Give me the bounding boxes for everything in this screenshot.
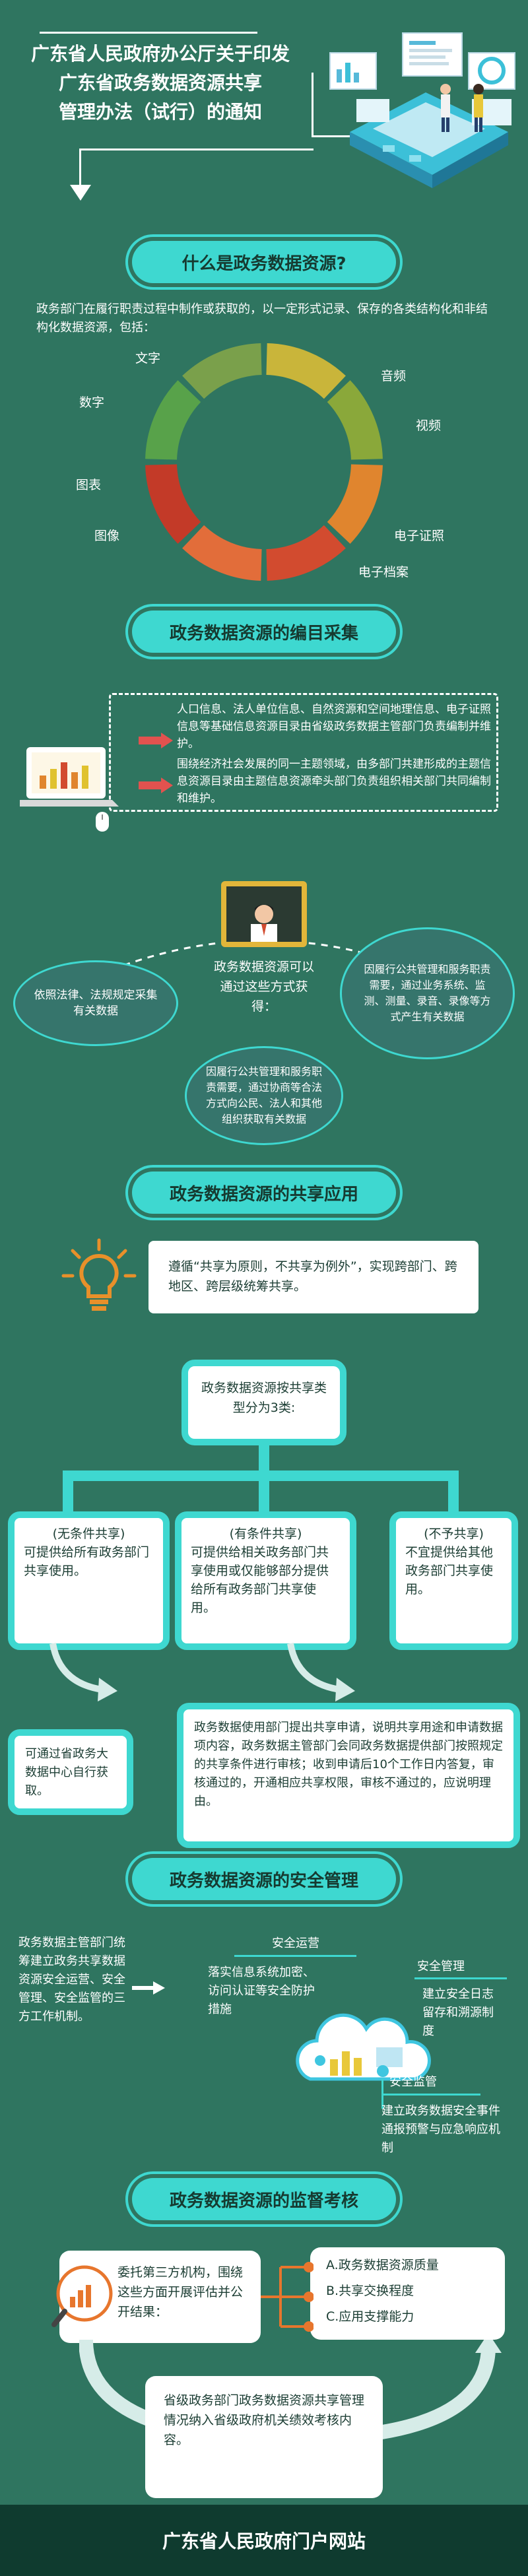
cat-none-title: (不予共享) — [424, 1527, 484, 1541]
section-title-collect: 政务数据资源的编目采集 — [132, 611, 396, 653]
security-mgmt-text: 建立安全日志留存和溯源制度 — [422, 1987, 494, 2038]
supervision-bottom-text: 省级政务部门政务数据资源共享管理情况纳入省级政府机关绩效考核内容。 — [164, 2393, 365, 2447]
supervision-item-exchange: B.共享交换程度 — [326, 2284, 414, 2298]
curved-arrow-mid — [287, 1643, 355, 1701]
cat-unconditional-text: 可提供给所有政务部门共享使用。 — [24, 1545, 150, 1578]
tree-leg-right — [448, 1470, 459, 1517]
supervision-left-box: 委托第三方机构，围绕这些方面开展评估并公开结果： — [59, 2251, 261, 2343]
share-types-title: 政务数据资源按共享类型分为3类: — [201, 1381, 327, 1415]
magnifier-chart-icon — [51, 2265, 113, 2327]
supervision-item-quality: A.政务数据资源质量 — [326, 2258, 439, 2272]
curved-arrow-left — [50, 1643, 117, 1701]
security-sup-title: 安全监管 — [389, 2075, 437, 2089]
title-line-2: 广东省政务数据资源共享 — [58, 72, 262, 94]
share-info-unconditional: 可通过省政务大数据中心自行获取。 — [8, 1729, 133, 1815]
title-line-mid — [312, 135, 351, 137]
section-title-security: 政务数据资源的安全管理 — [132, 1858, 396, 1900]
title-line-top — [40, 32, 257, 34]
tree-leg-mid — [259, 1470, 269, 1517]
collect-catalog-box — [109, 693, 498, 812]
ring-segment — [145, 464, 201, 544]
share-cat-unconditional: (无条件共享) 可提供给所有政务部门共享使用。 — [8, 1511, 170, 1650]
acquire-negotiate-oval: 因履行公共管理和服务职责需要，通过协商等合法方式向公民、法人和其他组织获取有关数… — [185, 1046, 343, 1145]
share-cat-none: (不予共享) 不宜提供给其他政务部门共享使用。 — [389, 1511, 518, 1650]
title-line-3: 管理办法（试行）的通知 — [58, 101, 262, 123]
type-label-e-license: 电子证照 — [394, 529, 445, 543]
type-label-e-archive: 电子档案 — [358, 565, 409, 579]
acquire-center-text: 政务数据资源可以通过这些方式获得： — [213, 960, 314, 1014]
share-types-box: 政务数据资源按共享类型分为3类: — [182, 1360, 346, 1445]
data-types-ring — [145, 343, 383, 581]
supervision-left-text: 委托第三方机构，围绕这些方面开展评估并公开结果： — [117, 2265, 244, 2319]
title-line-right-v — [312, 73, 314, 135]
section-title-share: 政务数据资源的共享应用 — [132, 1172, 396, 1214]
cloud-data-illustration — [296, 2013, 431, 2081]
type-label-number: 数字 — [79, 395, 105, 410]
share-principle-box: 遵循“共享为原则，不共享为例外”，实现跨部门、跨地区、跨层级统筹共享。 — [148, 1241, 478, 1313]
teacher-board-icon — [221, 881, 307, 947]
ring-segment — [182, 525, 262, 581]
security-mechanism-text: 政务数据主管部门统筹建立政务共享数据资源安全运营、安全管理、安全监管的三方工作机… — [18, 1936, 125, 2024]
share-info-conditional: 政务数据使用部门提出共享申请，说明共享用途和申请数据项内容，政务数据主管部门会同… — [177, 1703, 520, 1848]
share-cat-conditional: (有条件共享) 可提供给相关政务部门共享使用或仅能够部分提供给所有政务部门共享使… — [175, 1511, 356, 1650]
data-platform-illustration — [329, 32, 515, 188]
what-intro: 政务部门在履行职责过程中制作或获取的，以一定形式记录、保存的各类结构化和非结构化… — [36, 302, 488, 335]
title-line-1: 广东省人民政府办公厅关于印发 — [30, 43, 290, 65]
lightbulb-icon — [61, 1238, 137, 1311]
type-label-audio: 音频 — [381, 369, 407, 383]
collect-item-basic: 人口信息、法人单位信息、自然资源和空间地理信息、电子证照信息等基础信息资源目录由… — [177, 703, 491, 750]
type-label-image: 图像 — [94, 529, 120, 543]
collect-item-theme: 围绕经济社会发展的同一主题领域，由多部门共建形成的主题信息资源目录由主题信息资源… — [177, 758, 491, 805]
page-title: 广东省人民政府办公厅关于印发 广东省政务数据资源共享 管理办法（试行）的通知 — [18, 40, 302, 127]
type-label-video: 视频 — [416, 418, 442, 433]
supervision-items-box: A.政务数据资源质量 B.共享交换程度 C.应用支撑能力 — [310, 2247, 505, 2340]
cat-none-text: 不宜提供给其他政务部门共享使用。 — [405, 1545, 494, 1597]
security-mgmt-title: 安全管理 — [417, 1960, 465, 1973]
laptop-chart-illustration — [20, 747, 119, 832]
security-ops-underline — [234, 1955, 356, 1957]
section-title-what: 什么是政务数据资源? — [132, 241, 396, 283]
security-sup-underline — [381, 2094, 480, 2096]
security-sup-text: 建立政务数据安全事件通报预警与应急响应机制 — [381, 2104, 500, 2155]
security-ops-title: 安全运营 — [272, 1936, 319, 1950]
ring-segment — [327, 380, 383, 460]
ring-segment — [182, 343, 262, 399]
title-line-left-v — [79, 149, 81, 188]
footer-portal-text: 广东省人民政府门户网站 — [162, 2530, 366, 2552]
cat-conditional-title: (有条件共享) — [229, 1527, 302, 1541]
acquire-law-oval: 依照法律、法规规定采集有关数据 — [13, 960, 178, 1046]
arrow-right-icon-1 — [139, 733, 173, 748]
arrow-right-icon-3 — [132, 1981, 165, 1995]
acquire-system-oval: 因履行公共管理和服务职责需要，通过业务系统、监测、测量、录音、录像等方式产生有关… — [340, 927, 515, 1059]
tree-trunk — [259, 1445, 269, 1475]
section-title-supervision: 政务数据资源的监督考核 — [132, 2178, 396, 2220]
type-label-chart: 图表 — [76, 478, 102, 492]
ring-segment — [266, 343, 346, 399]
ring-segment — [145, 380, 201, 460]
type-label-text: 文字 — [135, 351, 161, 366]
ring-segment — [266, 525, 346, 581]
down-arrow-icon — [70, 185, 91, 201]
supervision-bracket — [261, 2262, 314, 2332]
cat-conditional-text: 可提供给相关政务部门共享使用或仅能够部分提供给所有政务部门共享使用。 — [191, 1545, 329, 1615]
arrow-right-icon-2 — [139, 777, 173, 793]
supervision-item-support: C.应用支撑能力 — [326, 2309, 414, 2324]
ring-segment — [327, 464, 383, 544]
security-ops-text: 落实信息系统加密、访问认证等安全防护措施 — [208, 1965, 315, 2016]
supervision-bottom-box: 省级政务部门政务数据资源共享管理情况纳入省级政府机关绩效考核内容。 — [145, 2376, 383, 2498]
cat-unconditional-title: (无条件共享) — [52, 1527, 125, 1541]
title-line-bottom — [79, 149, 314, 150]
security-mgmt-underline — [414, 1977, 507, 1979]
footer-portal[interactable]: 广东省人民政府门户网站 — [0, 2505, 528, 2576]
tree-leg-left — [63, 1470, 73, 1517]
